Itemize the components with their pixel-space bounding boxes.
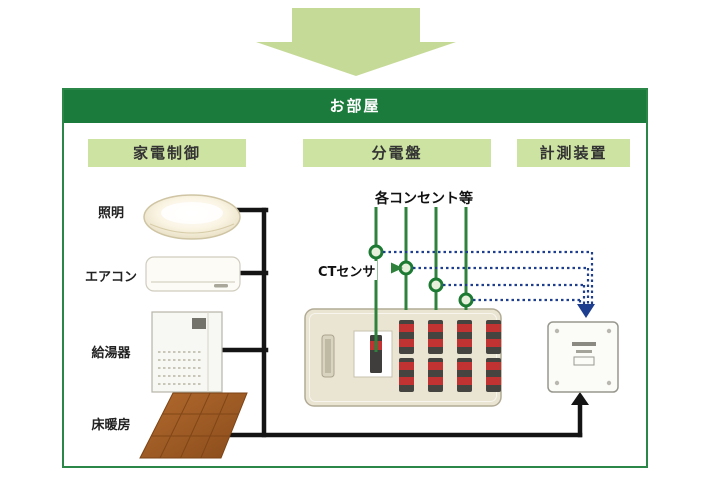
appliance-label-lighting: 照明 <box>97 206 124 221</box>
room-title: お部屋 <box>329 97 381 115</box>
appliance-label-aircon: エアコン <box>84 270 137 285</box>
air-conditioner-image <box>145 256 241 292</box>
measuring-device-image <box>547 321 619 393</box>
breaker-icon <box>428 358 443 392</box>
power-arrow-up-icon <box>571 392 589 405</box>
appliance-label-water-heater: 給湯器 <box>91 346 131 361</box>
water-heater-image <box>151 311 223 393</box>
appliance-label-floor-heating: 床暖房 <box>91 418 131 433</box>
breaker-icon <box>457 358 472 392</box>
ct-sensor-annotation: CTセンサ <box>316 261 378 280</box>
breaker-grid <box>399 320 501 392</box>
power-wiring-lines <box>217 207 583 438</box>
ct-sensor-icon <box>428 277 444 293</box>
ct-sensor-icon <box>458 292 474 308</box>
section-appliance-control: 家電制御 <box>88 139 246 167</box>
breaker-icon <box>486 358 501 392</box>
outlets-annotation: 各コンセント等 <box>375 191 473 207</box>
sensor-signal-lines <box>383 250 594 304</box>
distribution-board-image <box>304 308 502 407</box>
ct-sensor-icon <box>368 244 384 260</box>
floor-heating-image <box>139 392 248 459</box>
section-measuring-device: 計測装置 <box>517 139 630 167</box>
flow-arrow-icon <box>256 8 456 76</box>
ceiling-light-image <box>143 194 241 240</box>
ct-sensors <box>368 244 474 308</box>
room-header: お部屋 <box>64 90 646 123</box>
breaker-icon <box>399 320 414 354</box>
section-distribution-board: 分電盤 <box>303 139 491 167</box>
breaker-icon <box>457 320 472 354</box>
ct-sensor-arrow-icon <box>391 262 403 274</box>
breaker-icon <box>428 320 443 354</box>
breaker-icon <box>486 320 501 354</box>
signal-arrow-down-icon <box>577 304 595 318</box>
breaker-icon <box>399 358 414 392</box>
